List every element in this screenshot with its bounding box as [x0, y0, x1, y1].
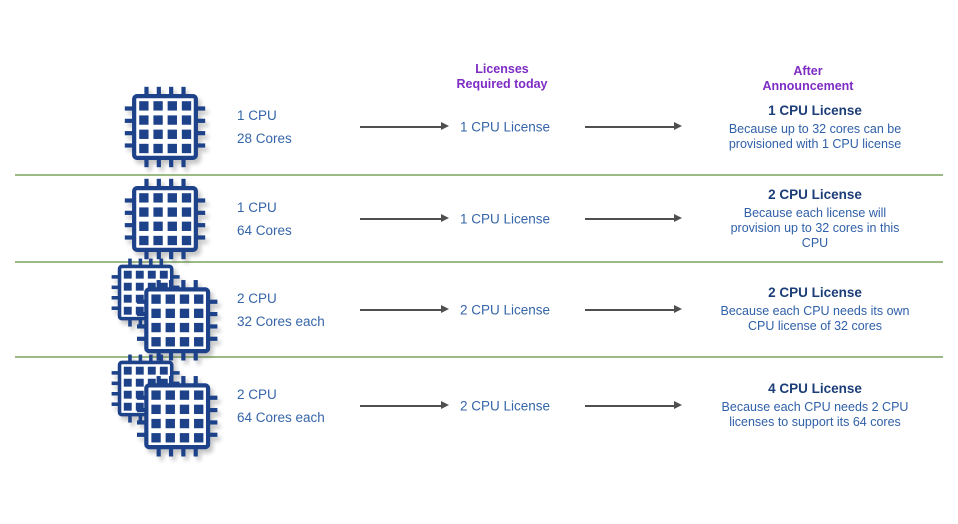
cpu-chip-icon — [122, 84, 208, 170]
dual-cpu-chip-stack-icon — [109, 352, 221, 460]
arrow-right-icon — [360, 122, 449, 130]
arrow-right-icon — [360, 400, 449, 409]
diagram-row: 1 CPU 64 Cores 1 CPU License 2 CPU Licen… — [15, 176, 943, 263]
after-announcement-cell: 2 CPU License Because each license will … — [675, 176, 955, 261]
arrow-right-icon — [585, 213, 682, 222]
cpu-description: 2 CPU 64 Cores each — [237, 358, 367, 453]
after-license-reason: Because each CPU needs 2 CPU licenses to… — [721, 400, 909, 429]
cpu-description: 2 CPU 32 Cores each — [237, 263, 367, 356]
after-license-reason: Because each CPU needs its own CPU licen… — [720, 304, 910, 333]
diagram-row: 1 CPU 28 Cores 1 CPU License 1 CPU Licen… — [15, 80, 943, 176]
diagram-row: 2 CPU 32 Cores each 2 CPU License 2 CPU … — [15, 256, 943, 358]
arrow-right-icon — [585, 400, 682, 409]
after-license-title: 2 CPU License — [768, 285, 862, 300]
cpu-chip-cell — [100, 256, 230, 356]
license-required-today: 1 CPU License — [459, 119, 551, 135]
after-license-title: 4 CPU License — [768, 381, 862, 396]
diagram-row: 2 CPU 64 Cores each 2 CPU License 4 CPU … — [15, 352, 943, 453]
after-announcement-cell: 4 CPU License Because each CPU needs 2 C… — [675, 358, 955, 453]
cpu-description: 1 CPU 64 Cores — [237, 176, 367, 261]
after-license-reason: Because each license will provision up t… — [730, 205, 900, 250]
column-header-licenses-required-today: Licenses Required today — [456, 62, 548, 91]
after-announcement-cell: 2 CPU License Because each CPU needs its… — [675, 263, 955, 356]
core-count-label: 64 Cores each — [237, 409, 325, 425]
core-count-label: 28 Cores — [237, 131, 292, 146]
after-license-reason: Because up to 32 cores can be provisione… — [728, 121, 902, 151]
arrow-right-icon — [585, 122, 682, 130]
cpu-count-label: 2 CPU — [237, 386, 277, 402]
after-license-title: 1 CPU License — [768, 102, 862, 118]
license-required-today: 1 CPU License — [459, 211, 551, 226]
arrow-right-icon — [360, 213, 449, 222]
column-header-after-announcement: After Announcement — [762, 64, 854, 93]
cpu-chip-cell — [100, 80, 230, 174]
core-count-label: 32 Cores each — [237, 313, 325, 329]
license-required-today: 2 CPU License — [459, 302, 551, 317]
cpu-count-label: 1 CPU — [237, 108, 277, 123]
cpu-count-label: 1 CPU — [237, 199, 277, 215]
cpu-chip-cell — [100, 352, 230, 453]
dual-cpu-chip-stack-icon — [109, 256, 221, 364]
cpu-chip-cell — [100, 176, 230, 261]
license-required-today: 2 CPU License — [459, 398, 551, 413]
cpu-count-label: 2 CPU — [237, 290, 277, 306]
after-announcement-cell: 1 CPU License Because up to 32 cores can… — [675, 80, 955, 174]
core-count-label: 64 Cores — [237, 222, 292, 238]
arrow-right-icon — [360, 304, 449, 313]
cpu-description: 1 CPU 28 Cores — [237, 80, 367, 174]
after-license-title: 2 CPU License — [768, 186, 862, 202]
cpu-chip-icon — [122, 176, 208, 262]
arrow-right-icon — [585, 304, 682, 313]
